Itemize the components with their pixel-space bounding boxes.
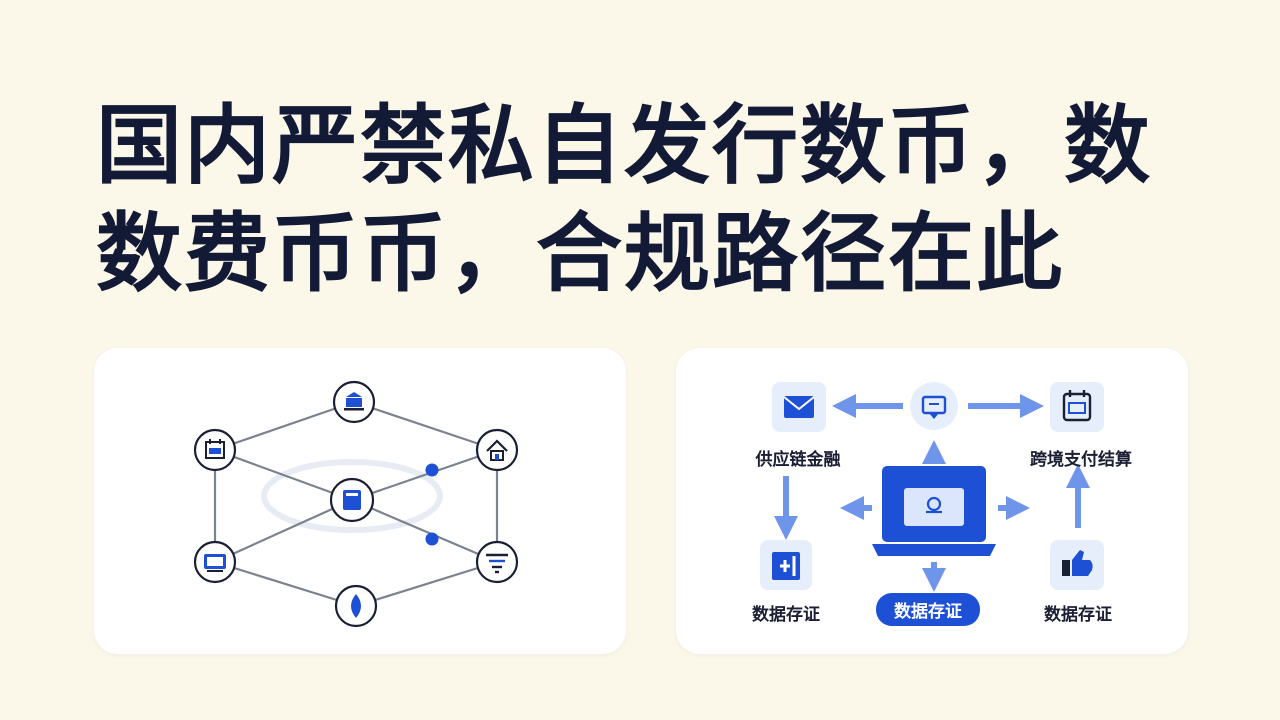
edge bbox=[351, 448, 498, 502]
calendar-icon bbox=[193, 428, 237, 472]
edge bbox=[353, 400, 498, 452]
edge bbox=[214, 448, 353, 502]
flow-diagram bbox=[760, 382, 1104, 592]
edge bbox=[214, 498, 353, 564]
edge bbox=[214, 560, 357, 608]
calendar-icon bbox=[1050, 382, 1104, 432]
headline: 国内严禁私自发行数币，数 数费币币，合规路径在此 bbox=[96, 92, 1216, 308]
mail-icon bbox=[772, 382, 826, 432]
bank-icon bbox=[332, 380, 376, 424]
cross-border-payment-label: 跨境支付结算 bbox=[1030, 450, 1132, 470]
thumb-icon bbox=[1050, 540, 1104, 590]
filter-icon bbox=[475, 540, 519, 584]
house-icon bbox=[475, 428, 519, 472]
headline-line-1: 国内严禁私自发行数币，数 bbox=[96, 96, 1152, 196]
center-halo bbox=[261, 459, 443, 533]
document-icon bbox=[329, 477, 375, 523]
network-diagram-card bbox=[94, 348, 626, 654]
data-notarization-right-label: 数据存证 bbox=[1044, 605, 1112, 625]
data-notarization-left-label: 数据存证 bbox=[752, 605, 820, 625]
flow-arrows bbox=[774, 394, 1090, 592]
screen-icon bbox=[193, 540, 237, 584]
data-notarization-center-badge: 数据存证 bbox=[876, 593, 980, 626]
edge bbox=[351, 498, 498, 564]
edge bbox=[355, 560, 498, 608]
network-diagram bbox=[193, 380, 519, 628]
coin-icon bbox=[334, 584, 378, 628]
chat-icon bbox=[910, 382, 958, 430]
connection-dot bbox=[425, 532, 439, 546]
supply-chain-finance-label: 供应链金融 bbox=[755, 450, 841, 470]
connection-dot bbox=[425, 463, 439, 477]
edge bbox=[214, 400, 355, 452]
flow-diagram-card: 供应链金融 跨境支付结算 数据存证 数据存证 数据存证 bbox=[676, 348, 1188, 654]
laptop-icon bbox=[872, 466, 996, 556]
headline-line-2: 数费币币，合规路径在此 bbox=[96, 204, 1064, 304]
plus-icon bbox=[760, 540, 812, 590]
